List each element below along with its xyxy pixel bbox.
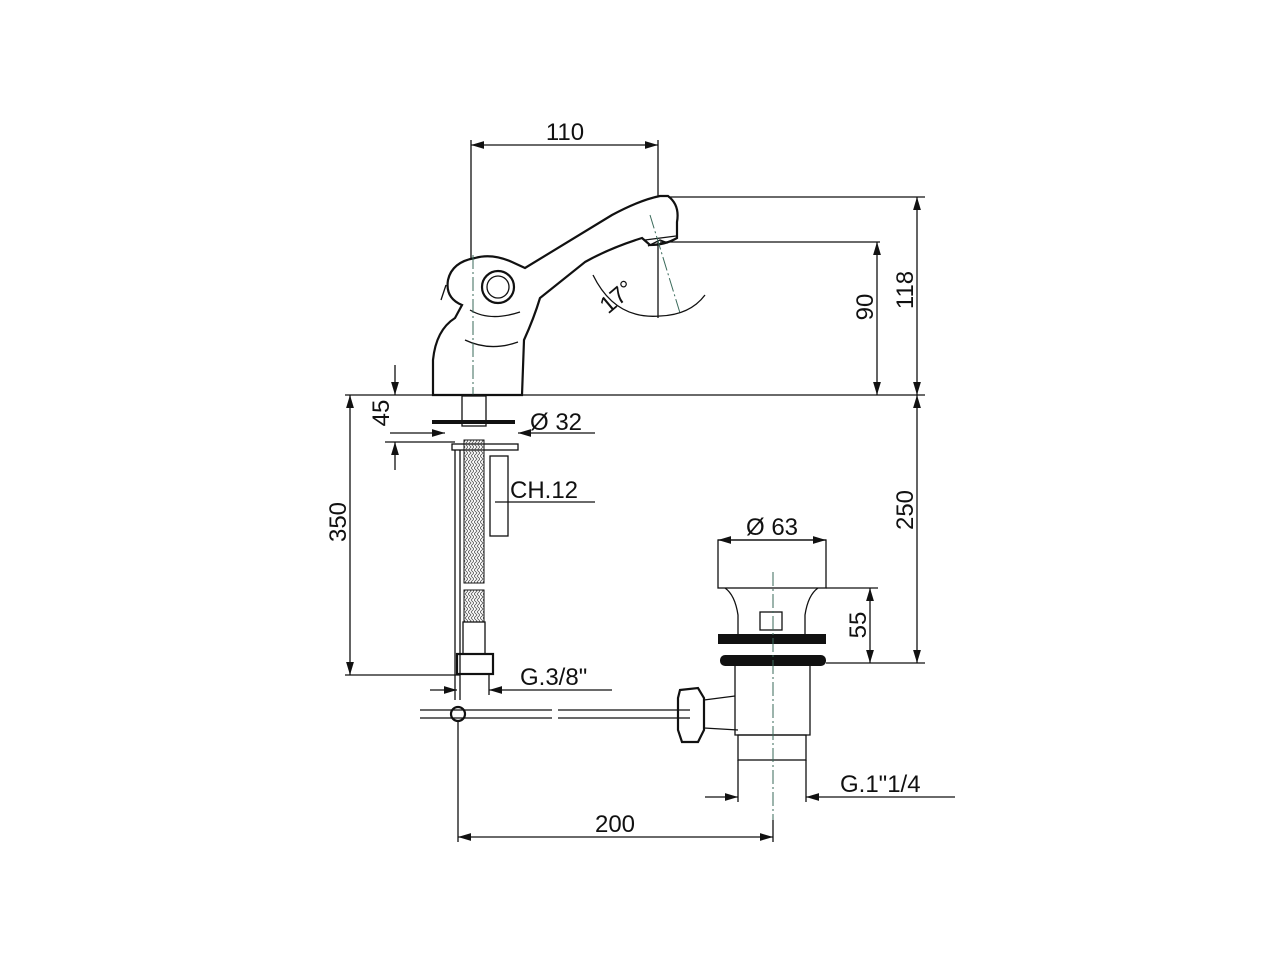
label-waste-height: 55 [845,612,872,639]
faucet-body [431,194,679,397]
dimension-total-height: 118 [668,196,925,395]
label-waste-diameter: Ø 63 [746,514,798,541]
dimension-wrench-size: CH.12 [495,477,595,504]
dimension-deck-thickness: 250 [826,395,925,664]
dimension-base-thickness: 45 [368,365,455,470]
dimension-spout-angle: 17° [592,214,706,319]
label-wrench-size: CH.12 [510,477,578,504]
dimension-waste-diameter: Ø 63 [718,514,826,544]
label-total-height: 118 [892,271,919,309]
label-hose-length: 350 [325,502,352,542]
dimension-waste-thread: G.1"1/4 [705,760,955,802]
dimension-base-diameter: Ø 32 [390,409,595,437]
dimension-waste-height: 55 [826,587,878,663]
label-base-diameter: Ø 32 [530,409,582,436]
dimension-rod-distance: 200 [457,738,774,842]
waste-drain [717,539,827,820]
label-spout-angle: 17° [595,275,640,319]
label-waste-thread: G.1"1/4 [840,771,921,798]
dimension-hose-thread: G.3/8" [430,664,612,695]
dimension-hose-length: 350 [325,395,460,676]
label-hose-thread: G.3/8" [520,664,587,691]
dimension-spout-reach: 110 [470,119,659,258]
popup-rod [420,686,739,744]
label-spout-reach: 110 [546,119,584,146]
label-deck-thickness: 250 [892,490,919,530]
dimension-spout-height: 90 [660,241,881,395]
label-rod-distance: 200 [595,811,635,838]
mounting-shank [432,395,519,700]
flexible-hose [455,439,495,676]
label-spout-height: 90 [852,294,879,321]
label-base-thickness: 45 [368,400,395,427]
